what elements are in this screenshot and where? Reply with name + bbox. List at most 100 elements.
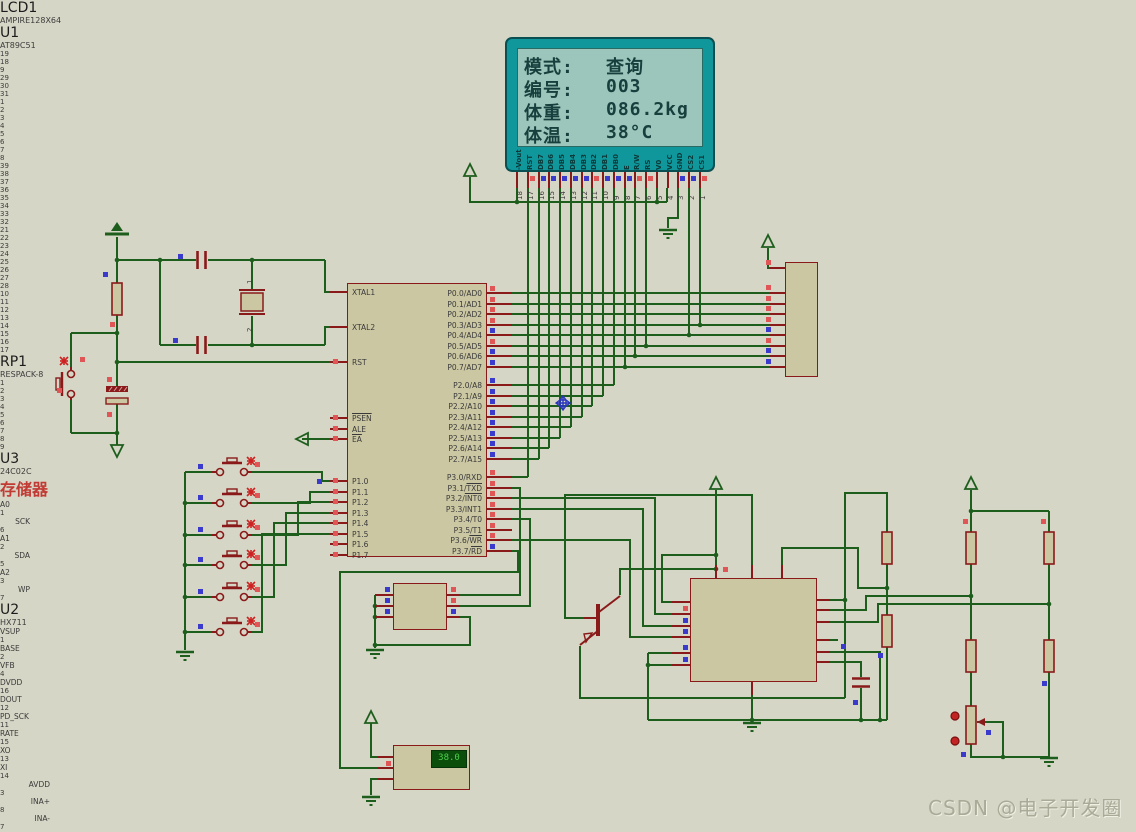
- lcd-pin-number: 4: [667, 195, 675, 200]
- lcd-pin-indicator: [573, 176, 578, 181]
- lcd-pin-number: 8: [624, 195, 632, 200]
- lcd-pin-name: CS2: [687, 154, 695, 170]
- lcd-pin-indicator: [680, 176, 685, 181]
- push-button-5[interactable]: [212, 583, 256, 605]
- lcd-pin-name: DB3: [580, 153, 588, 170]
- lcd-pin-indicator: [594, 176, 599, 181]
- lcd-pin-number: 12: [581, 191, 589, 200]
- lcd-pin-number: 10: [602, 191, 610, 200]
- adc-top-pin-name: BASE: [0, 644, 20, 653]
- mcu-pin-number: 31: [0, 90, 9, 98]
- adc-pin-name: INA+: [30, 797, 50, 806]
- lcd-pin-indicator: [702, 176, 707, 181]
- mcu-pin-name: P0.3/AD3: [447, 321, 482, 330]
- mcu-pin-number: 27: [0, 274, 9, 282]
- lcd-line-value: 086.2kg: [606, 99, 689, 120]
- mcu-pin-indicator: [490, 339, 495, 344]
- adc-pin-number: 11: [0, 721, 9, 729]
- pin-indicator: [963, 519, 968, 524]
- adc-part: HX711: [0, 618, 27, 627]
- mcu-pin-name: P1.6: [352, 540, 369, 549]
- lcd-pin-indicator: [605, 176, 610, 181]
- adc-pin-indicator: [683, 645, 688, 650]
- eeprom-pin-number: 3: [0, 577, 5, 585]
- respack-pin-indicator: [766, 260, 771, 265]
- lcd-pin-indicator: [637, 176, 642, 181]
- pin-indicator: [986, 730, 991, 735]
- lcd-pin-indicator: [648, 176, 653, 181]
- adc-pin-number: 8: [0, 806, 5, 814]
- adc-pin-name: INA-: [34, 814, 51, 823]
- adc-pin-number: 3: [0, 789, 5, 797]
- mcu-pin-number: 3: [0, 114, 5, 122]
- mcu-pin-name: RST: [352, 358, 367, 367]
- push-button-1[interactable]: [212, 458, 256, 480]
- thermometer-pin-indicator: [386, 761, 391, 766]
- push-button-6[interactable]: [212, 618, 256, 640]
- lcd-line-label: 体温:: [524, 126, 574, 147]
- adc-pin-indicator: [683, 629, 688, 634]
- adjust-knob[interactable]: [950, 711, 960, 721]
- mcu-pin-indicator: [333, 520, 338, 525]
- eeprom-pin-number: 6: [0, 526, 5, 534]
- adc-pin-number: 16: [0, 687, 9, 695]
- eeprom-pin-name: SDA: [14, 551, 30, 560]
- button-terminal: [215, 592, 225, 602]
- lcd-pin-indicator: [584, 176, 589, 181]
- mcu-pin-name: P1.4: [352, 519, 369, 528]
- respack-pin-indicator: [766, 306, 771, 311]
- mcu-pin-name: P2.4/A12: [448, 423, 482, 432]
- mcu-pin-number: 7: [0, 146, 5, 154]
- push-button-2[interactable]: [212, 489, 256, 511]
- eeprom-pin-name: WP: [18, 585, 30, 594]
- adc-pin-number: 12: [0, 704, 9, 712]
- mcu-pin-indicator: [490, 512, 495, 517]
- lcd-pin-number: 1: [699, 195, 707, 200]
- push-button-4[interactable]: [212, 551, 256, 573]
- respack-pin-number: 4: [0, 403, 5, 411]
- mcu-pin-indicator: [490, 297, 495, 302]
- mcu-pin-indicator: [490, 410, 495, 415]
- respack-pin-indicator: [766, 317, 771, 322]
- lcd-line-label: 模式:: [524, 57, 574, 78]
- mcu-pin-number: 24: [0, 250, 9, 258]
- adc-top-pin-number: 1: [0, 636, 5, 644]
- mcu-pin-number: 37: [0, 178, 9, 186]
- respack-pin-number: 1: [0, 379, 5, 387]
- mcu-pin-name: P3.2/INT0: [445, 494, 482, 503]
- mcu-pin-name: P0.0/AD0: [447, 289, 482, 298]
- lcd-pin-number: 15: [548, 191, 556, 200]
- pin-indicator: [255, 622, 260, 627]
- crystal-pin-number-2: 2: [246, 327, 254, 332]
- temperature-display: 38.0: [431, 750, 467, 768]
- lcd-pin-number: 13: [570, 191, 578, 200]
- mcu-pin-number: 4: [0, 122, 5, 130]
- lcd-pin-number: 7: [634, 195, 642, 200]
- button-terminal: [215, 467, 225, 477]
- mcu-pin-number: 17: [0, 346, 9, 354]
- lcd-line-value: 查询: [606, 57, 644, 78]
- mcu-pin-number: 25: [0, 258, 9, 266]
- mcu-pin-name: P3.7/RD: [452, 547, 482, 556]
- push-button-3[interactable]: [212, 521, 256, 543]
- mcu-pin-indicator: [333, 436, 338, 441]
- lcd-pin-name: -Vout: [515, 149, 523, 170]
- mcu-pin-name: P3.4/T0: [453, 515, 482, 524]
- mcu-pin-indicator: [490, 470, 495, 475]
- respack-ref: RP1: [0, 354, 28, 370]
- mcu-pin-name: P0.6/AD6: [447, 352, 482, 361]
- pin-indicator: [198, 589, 203, 594]
- lcd-pin-name: DB6: [547, 153, 555, 170]
- eeprom-pin-number: 7: [0, 594, 5, 602]
- adjust-knob[interactable]: [950, 736, 960, 746]
- respack-pin-indicator: [766, 338, 771, 343]
- eeprom-pin-number: 5: [0, 560, 5, 568]
- lcd-line-value: 38°C: [606, 122, 654, 143]
- mcu-pin-name: P2.0/A8: [453, 381, 482, 390]
- adc-ref: U2: [0, 602, 20, 618]
- respack-pin-number: 7: [0, 427, 5, 435]
- mcu-pin-number: 6: [0, 138, 5, 146]
- lcd-pin-name: VCC: [666, 154, 674, 170]
- adc-pin-indicator: [683, 618, 688, 623]
- mcu-pin-number: 15: [0, 330, 9, 338]
